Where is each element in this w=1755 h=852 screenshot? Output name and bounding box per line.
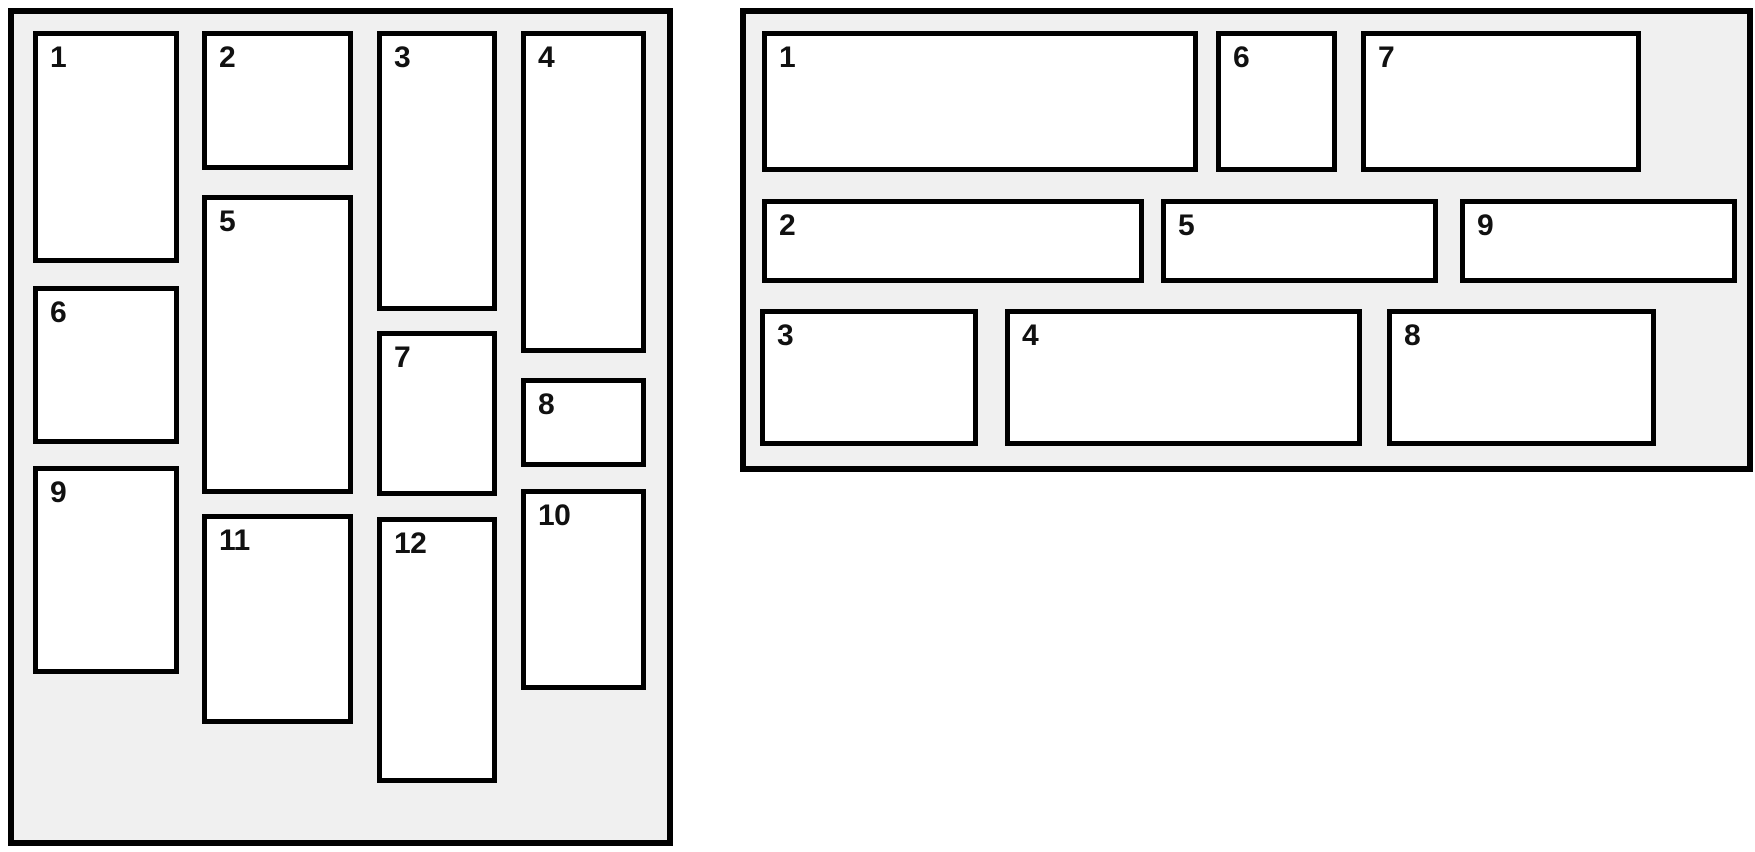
- masonry-panel-box-11: 11: [202, 514, 353, 724]
- masonry-panel-box-6: 6: [33, 286, 179, 444]
- box-number-label: 1: [779, 41, 796, 74]
- masonry-panel-box-12: 12: [377, 517, 497, 783]
- rows-panel-box-5: 5: [1161, 199, 1438, 283]
- box-number-label: 9: [50, 476, 67, 509]
- box-number-label: 7: [1378, 41, 1395, 74]
- masonry-panel-box-7: 7: [377, 331, 497, 496]
- box-number-label: 5: [1178, 209, 1195, 242]
- masonry-panel-box-9: 9: [33, 466, 179, 674]
- box-number-label: 12: [394, 527, 427, 560]
- masonry-panel-box-8: 8: [521, 378, 646, 467]
- masonry-panel-box-2: 2: [202, 31, 353, 170]
- rows-panel-box-6: 6: [1216, 31, 1337, 172]
- box-number-label: 4: [538, 41, 555, 74]
- rows-panel-box-7: 7: [1361, 31, 1641, 172]
- masonry-panel-box-5: 5: [202, 195, 353, 494]
- box-number-label: 4: [1022, 319, 1039, 352]
- rows-panel-box-4: 4: [1005, 309, 1362, 446]
- box-number-label: 3: [394, 41, 411, 74]
- box-number-label: 3: [777, 319, 794, 352]
- rows-panel-box-9: 9: [1460, 199, 1737, 283]
- box-number-label: 10: [538, 499, 571, 532]
- rows-panel: 1 2 3 4 5 6 7 8 9: [740, 8, 1753, 472]
- box-number-label: 1: [50, 41, 67, 74]
- box-number-label: 8: [538, 388, 555, 421]
- box-number-label: 2: [219, 41, 236, 74]
- box-number-label: 11: [219, 524, 250, 557]
- rows-panel-box-2: 2: [762, 199, 1144, 283]
- box-number-label: 6: [50, 296, 67, 329]
- box-number-label: 9: [1477, 209, 1494, 242]
- box-number-label: 5: [219, 205, 236, 238]
- rows-panel-box-3: 3: [760, 309, 978, 446]
- box-number-label: 6: [1233, 41, 1250, 74]
- rows-panel-box-8: 8: [1387, 309, 1656, 446]
- masonry-panel-box-1: 1: [33, 31, 179, 263]
- masonry-panel-box-10: 10: [521, 489, 646, 690]
- masonry-panel-box-3: 3: [377, 31, 497, 311]
- rows-panel-box-1: 1: [762, 31, 1198, 172]
- box-number-label: 8: [1404, 319, 1421, 352]
- masonry-panel-box-4: 4: [521, 31, 646, 353]
- box-number-label: 7: [394, 341, 411, 374]
- box-number-label: 2: [779, 209, 796, 242]
